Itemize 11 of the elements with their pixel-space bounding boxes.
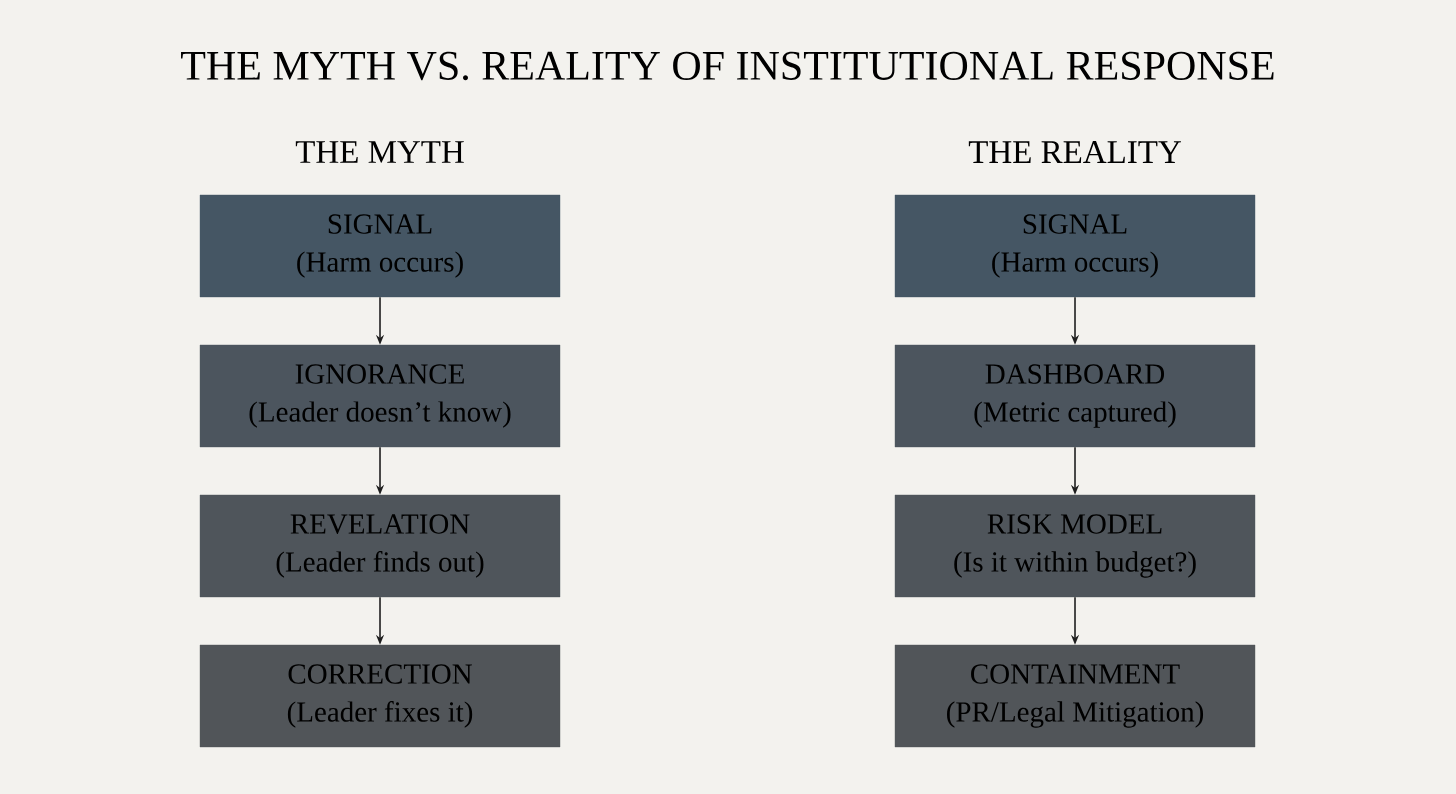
- column-heading: THE MYTH: [295, 141, 464, 163]
- process-box: RISK MODEL (Is it within budget?): [894, 494, 1256, 598]
- process-box: SIGNAL (Harm occurs): [199, 194, 561, 298]
- column-heading: THE REALITY: [968, 141, 1181, 163]
- process-box: IGNORANCE (Leader doesn’t know): [199, 344, 561, 448]
- process-box: CORRECTION (Leader fixes it): [199, 644, 561, 748]
- process-box: DASHBOARD (Metric captured): [894, 344, 1256, 448]
- process-box: REVELATION (Leader finds out): [199, 494, 561, 598]
- process-box: SIGNAL (Harm occurs): [894, 194, 1256, 298]
- title: THE MYTH VS. REALITY OF INSTITUTIONAL RESPONSE: [181, 51, 1274, 81]
- process-box: CONTAINMENT (PR/Legal Mitigation): [894, 644, 1256, 748]
